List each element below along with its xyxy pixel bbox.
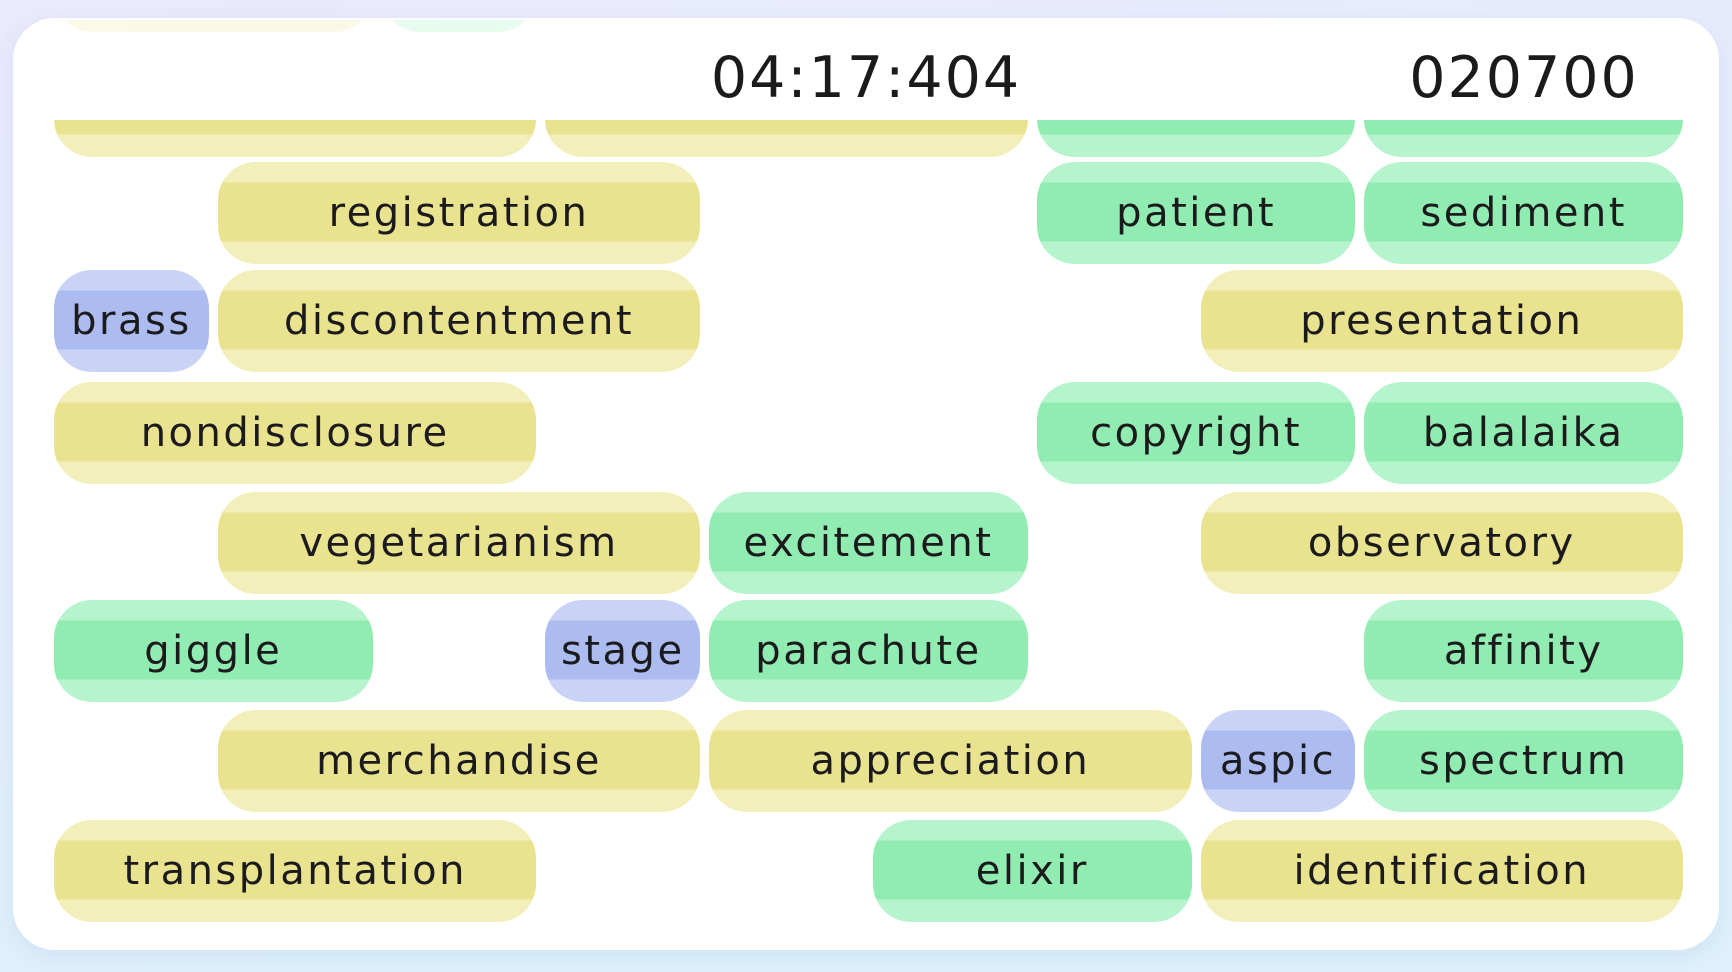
word-tile-partial[interactable] — [54, 120, 537, 157]
word-tile-sediment[interactable]: sediment — [1364, 162, 1683, 264]
header-bar: 04:17:404 020700 — [13, 18, 1719, 120]
word-tile-nondisclosure[interactable]: nondisclosure — [54, 382, 537, 484]
word-tile-vegetarianism[interactable]: vegetarianism — [217, 492, 701, 594]
word-tile-parachute[interactable]: parachute — [709, 600, 1028, 702]
word-tile-merchandise[interactable]: merchandise — [217, 710, 701, 812]
word-tile-brass[interactable]: brass — [54, 270, 209, 372]
word-tile-partial[interactable] — [1036, 120, 1356, 157]
word-tile-stage[interactable]: stage — [545, 600, 701, 702]
word-tile-partial[interactable] — [1364, 120, 1683, 157]
word-tile-spectrum[interactable]: spectrum — [1364, 710, 1683, 812]
word-tile-partial[interactable] — [381, 20, 537, 32]
word-tile-identification[interactable]: identification — [1200, 820, 1683, 922]
word-tile-affinity[interactable]: affinity — [1364, 600, 1683, 702]
word-tile-patient[interactable]: patient — [1036, 162, 1356, 264]
word-tile-transplantation[interactable]: transplantation — [54, 820, 537, 922]
word-tile-partial[interactable] — [54, 20, 373, 32]
word-tile-partial[interactable] — [545, 120, 1028, 157]
word-tile-elixir[interactable]: elixir — [873, 820, 1192, 922]
scrolled-row-fragments — [13, 20, 1719, 32]
word-tile-appreciation[interactable]: appreciation — [709, 710, 1192, 812]
word-tile-giggle[interactable]: giggle — [54, 600, 373, 702]
timer-display: 04:17:404 — [710, 45, 1022, 111]
score-display: 020700 — [1409, 45, 1639, 111]
word-tile-excitement[interactable]: excitement — [709, 492, 1028, 594]
word-tile-presentation[interactable]: presentation — [1200, 270, 1683, 372]
word-tile-observatory[interactable]: observatory — [1200, 492, 1683, 594]
word-tile-registration[interactable]: registration — [217, 162, 701, 264]
word-tile-copyright[interactable]: copyright — [1036, 382, 1356, 484]
word-tile-discontentment[interactable]: discontentment — [217, 270, 701, 372]
word-tile-balalaika[interactable]: balalaika — [1364, 382, 1683, 484]
word-tile-aspic[interactable]: aspic — [1200, 710, 1356, 812]
